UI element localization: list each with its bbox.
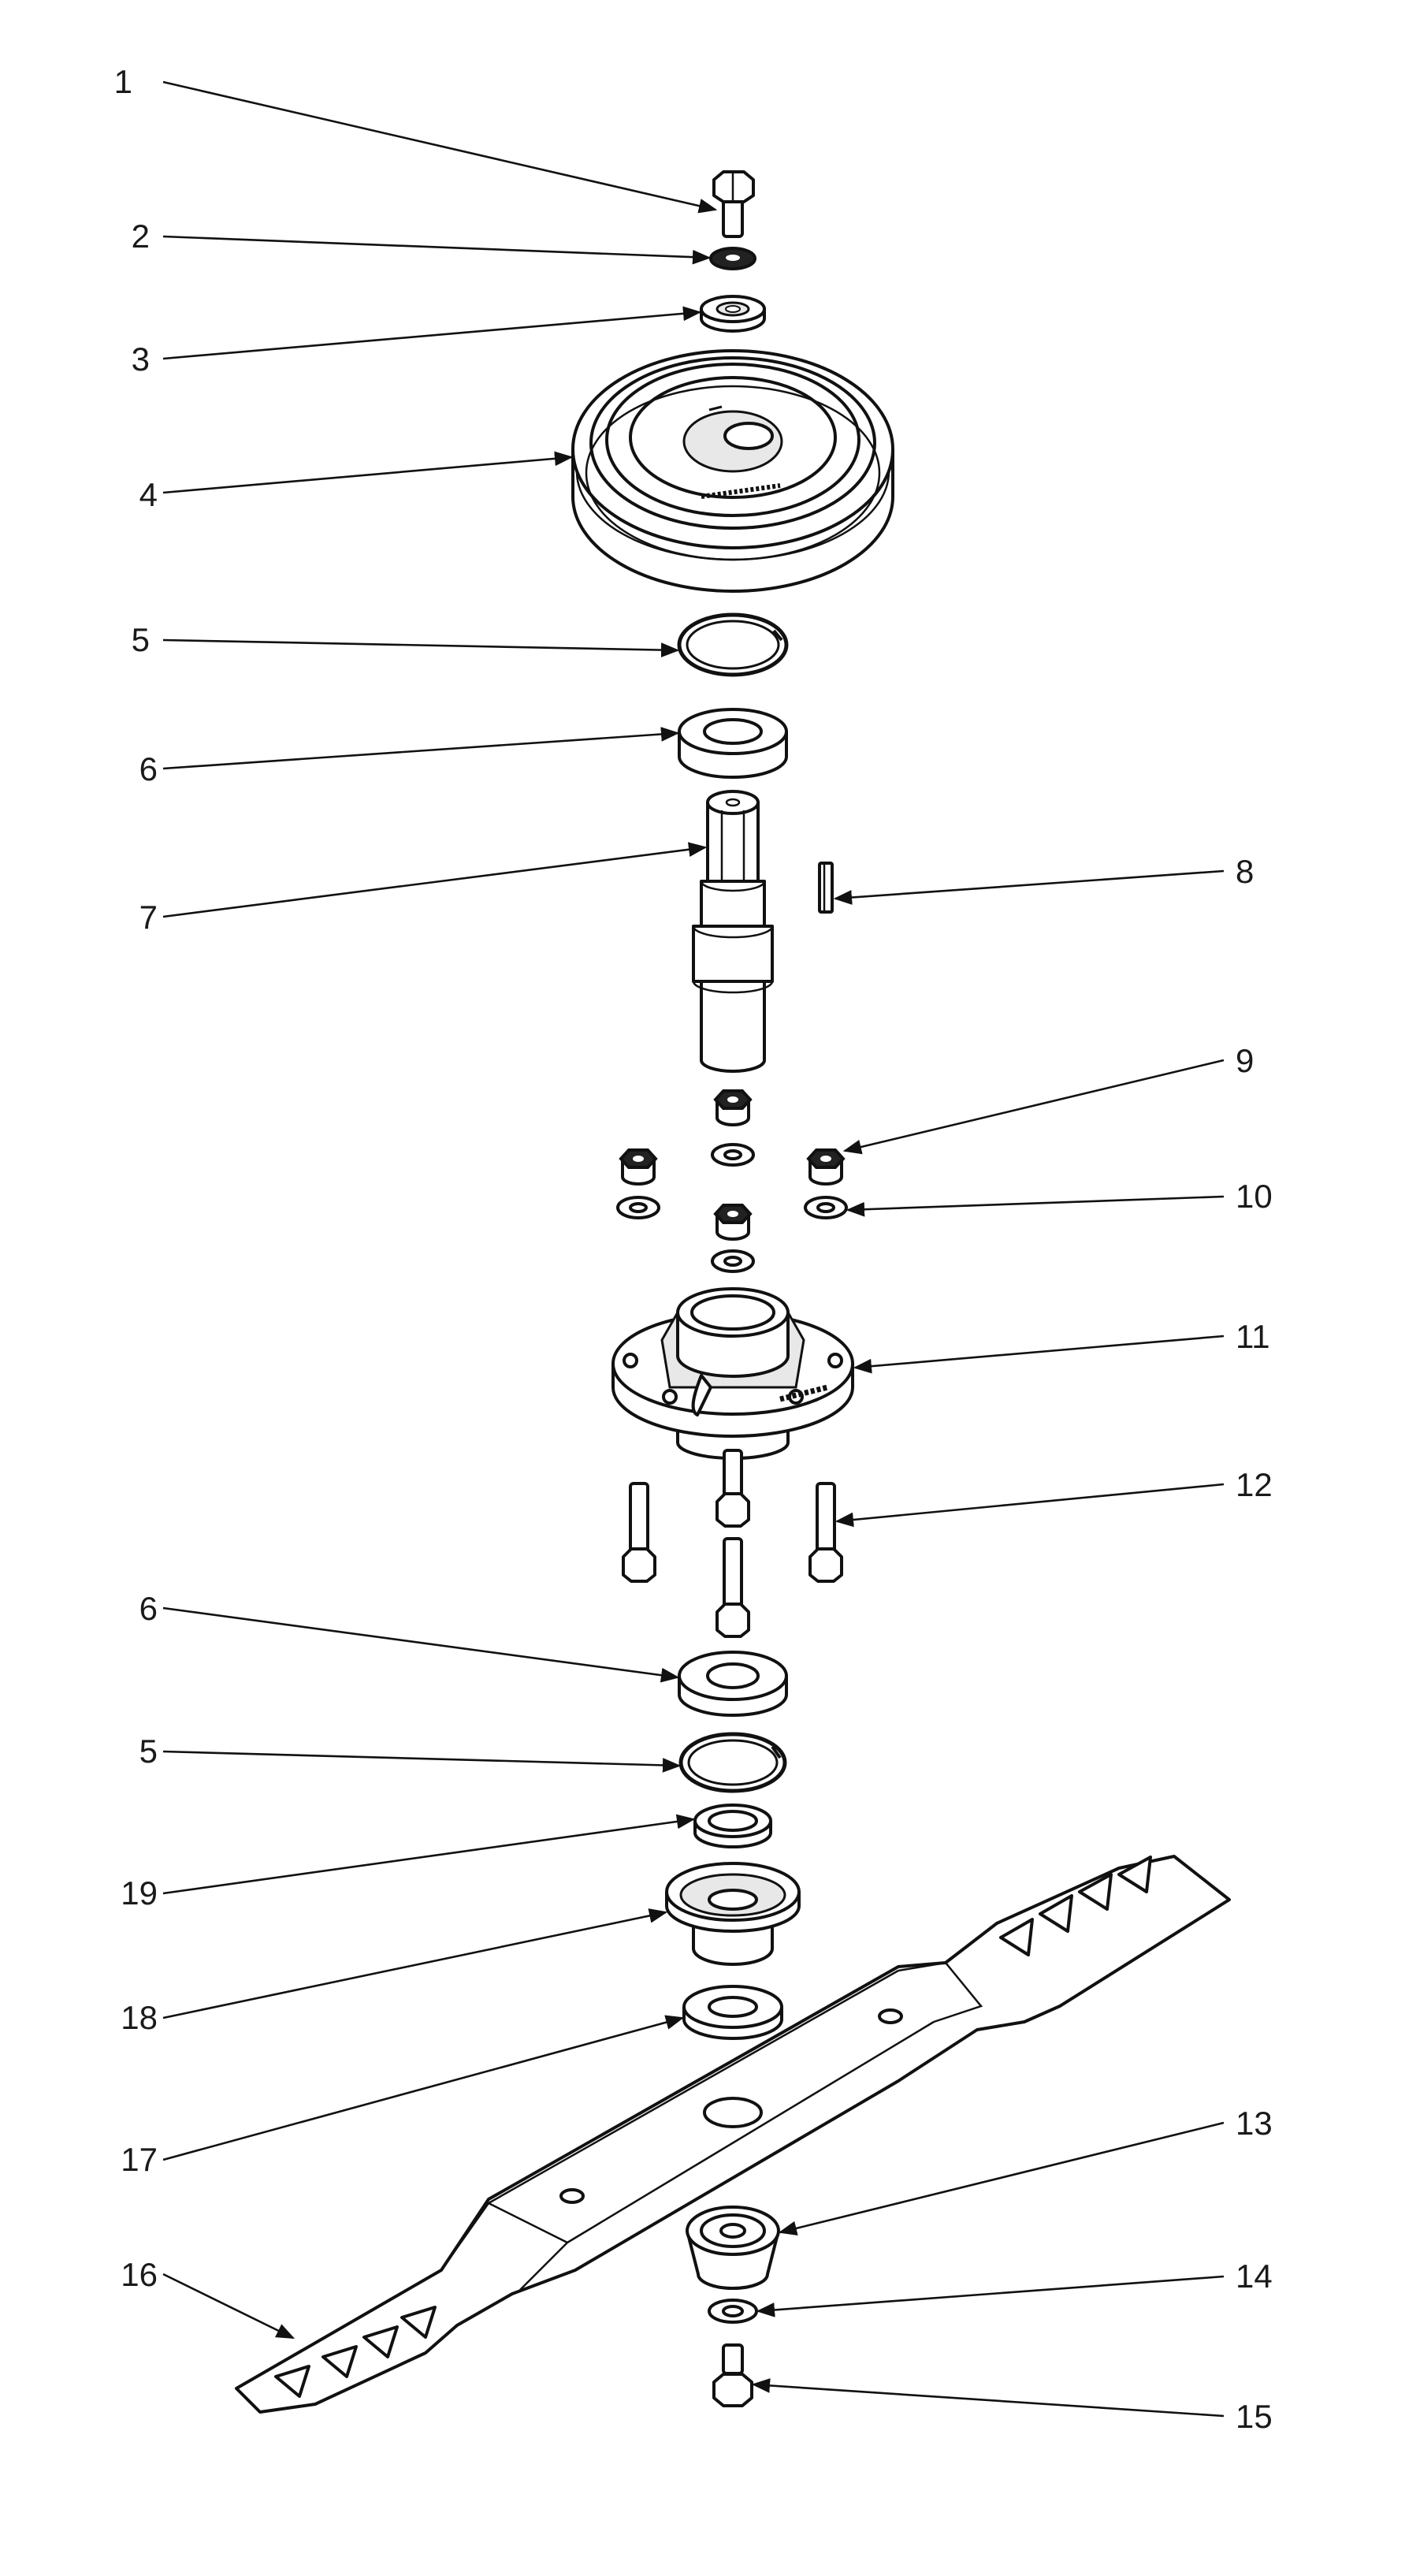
nut-right	[806, 1148, 846, 1186]
callout-4: 4	[139, 476, 158, 513]
leader-2	[162, 235, 712, 265]
part-19-seal	[693, 1804, 772, 1848]
bolt-center-upper	[716, 1449, 750, 1528]
part-13-blade-adapter	[686, 2206, 780, 2290]
leader-1	[162, 80, 718, 214]
callout-5b: 5	[139, 1733, 158, 1770]
callout-1: 1	[114, 63, 132, 100]
part-17-spacer	[682, 1985, 783, 2040]
part-3-spacer	[700, 295, 766, 333]
callout-18: 18	[121, 1999, 158, 2036]
callout-16: 16	[121, 2256, 158, 2293]
part-5-retaining-ring-upper	[677, 612, 789, 677]
part-1-bolt	[712, 170, 755, 238]
leader-7	[162, 842, 708, 918]
callout-labels: 1 2 3 4 5 6 7 8 9 10 11 12 6 5 19 18 17 …	[114, 63, 1273, 2435]
bolt-center-lower	[716, 1537, 750, 1638]
nut-top	[713, 1089, 753, 1126]
part-4-pulley	[571, 349, 894, 593]
callout-6b: 6	[139, 1590, 158, 1627]
callout-11: 11	[1236, 1318, 1270, 1355]
callout-10: 10	[1236, 1178, 1273, 1215]
part-8-key	[818, 862, 834, 914]
callout-12: 12	[1236, 1466, 1273, 1503]
part-15-blade-bolt	[712, 2343, 753, 2407]
part-16-blade	[235, 1855, 1231, 2414]
leader-11	[853, 1335, 1225, 1374]
leader-14	[756, 2275, 1225, 2317]
part-5-retaining-ring-lower	[678, 1732, 787, 1793]
leader-lines	[162, 80, 1225, 2418]
callout-7: 7	[139, 899, 158, 936]
leader-9	[842, 1059, 1225, 1155]
callout-2: 2	[132, 218, 150, 255]
leader-16	[162, 2273, 295, 2340]
callout-9: 9	[1236, 1042, 1254, 1079]
leader-6b	[162, 1606, 680, 1683]
leader-4	[162, 451, 574, 494]
bolt-right	[808, 1482, 843, 1583]
callout-6a: 6	[139, 750, 158, 787]
leader-10	[846, 1195, 1225, 1217]
callout-15: 15	[1236, 2398, 1273, 2435]
leader-18	[162, 1908, 668, 2019]
nut-left	[619, 1148, 658, 1186]
part-6-bearing-upper	[678, 708, 788, 779]
nut-center	[713, 1204, 753, 1241]
leader-3	[162, 306, 702, 360]
callout-13: 13	[1236, 2105, 1273, 2142]
leader-19	[162, 1814, 696, 1895]
leader-13	[778, 2121, 1225, 2236]
leader-8	[833, 869, 1225, 905]
callout-17: 17	[121, 2141, 158, 2178]
callout-3: 3	[132, 341, 150, 378]
part-7-spindle-shaft	[692, 790, 774, 1073]
callout-19: 19	[121, 1874, 158, 1912]
part-11-spindle-housing	[611, 1287, 854, 1460]
part-18-dust-cap	[665, 1862, 801, 1966]
part-6-bearing-lower	[678, 1651, 788, 1717]
leader-5a	[162, 638, 680, 657]
bolt-left	[622, 1482, 656, 1583]
leader-12	[834, 1483, 1225, 1528]
part-9-nuts	[619, 1089, 846, 1241]
leader-6a	[162, 727, 680, 770]
part-14-washer	[708, 2299, 758, 2324]
parts-layer	[235, 170, 1231, 2414]
part-2-washer	[709, 247, 756, 270]
callout-14: 14	[1236, 2258, 1273, 2295]
callout-5a: 5	[132, 621, 150, 658]
leader-15	[751, 2378, 1225, 2418]
callout-8: 8	[1236, 853, 1254, 890]
leader-5b	[162, 1750, 682, 1773]
leader-17	[162, 2015, 685, 2161]
part-12-bolts	[622, 1449, 843, 1638]
